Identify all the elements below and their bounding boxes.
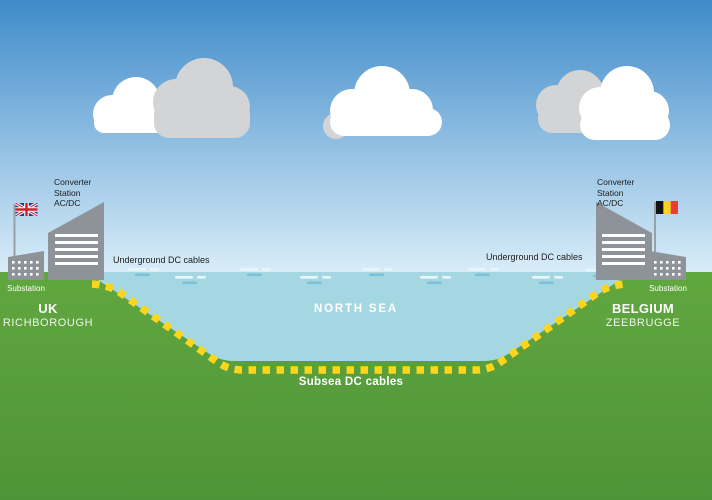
wave-icon [362, 268, 393, 277]
wave-icon [240, 268, 271, 277]
substation-windows [12, 261, 39, 276]
belgium-flag-icon [656, 201, 678, 214]
substation-windows [654, 261, 681, 276]
substation-left-building [8, 251, 44, 280]
wave-icon [420, 276, 451, 285]
substation-left-label: Substation [7, 284, 45, 293]
wave-icon [175, 276, 206, 285]
wave-icon [468, 268, 499, 277]
cloud-icon [579, 66, 670, 140]
country-right-label: BELGIUM [611, 301, 675, 316]
louver-stripes [55, 234, 98, 265]
uk-flag-icon [15, 203, 38, 216]
north-sea-label: NORTH SEA [314, 303, 398, 315]
site-left-label: RICHBOROUGH [2, 317, 94, 329]
country-left-label: UK [38, 301, 58, 316]
wave-icon [128, 268, 159, 277]
substation-right-label: Substation [649, 284, 687, 293]
subsea-cables-label: Subsea DC cables [298, 376, 404, 388]
underground-cables-left-label: Underground DC cables [113, 255, 210, 265]
wave-icon [300, 276, 331, 285]
converter-station-left-building [48, 202, 104, 280]
substation-right-building [650, 251, 686, 280]
site-right-label: ZEEBRUGGE [605, 317, 681, 329]
north-sea-water [86, 272, 632, 361]
converter-station-left-label: Converter Station AC/DC [54, 177, 92, 209]
cloud-icon [153, 58, 250, 138]
wave-icon [532, 276, 563, 285]
converter-station-right-building [596, 202, 652, 280]
underground-cables-right-label: Underground DC cables [486, 252, 583, 262]
cloud-icon [330, 66, 442, 136]
converter-station-right-label: Converter Station AC/DC [597, 177, 635, 209]
louver-stripes [602, 234, 645, 265]
